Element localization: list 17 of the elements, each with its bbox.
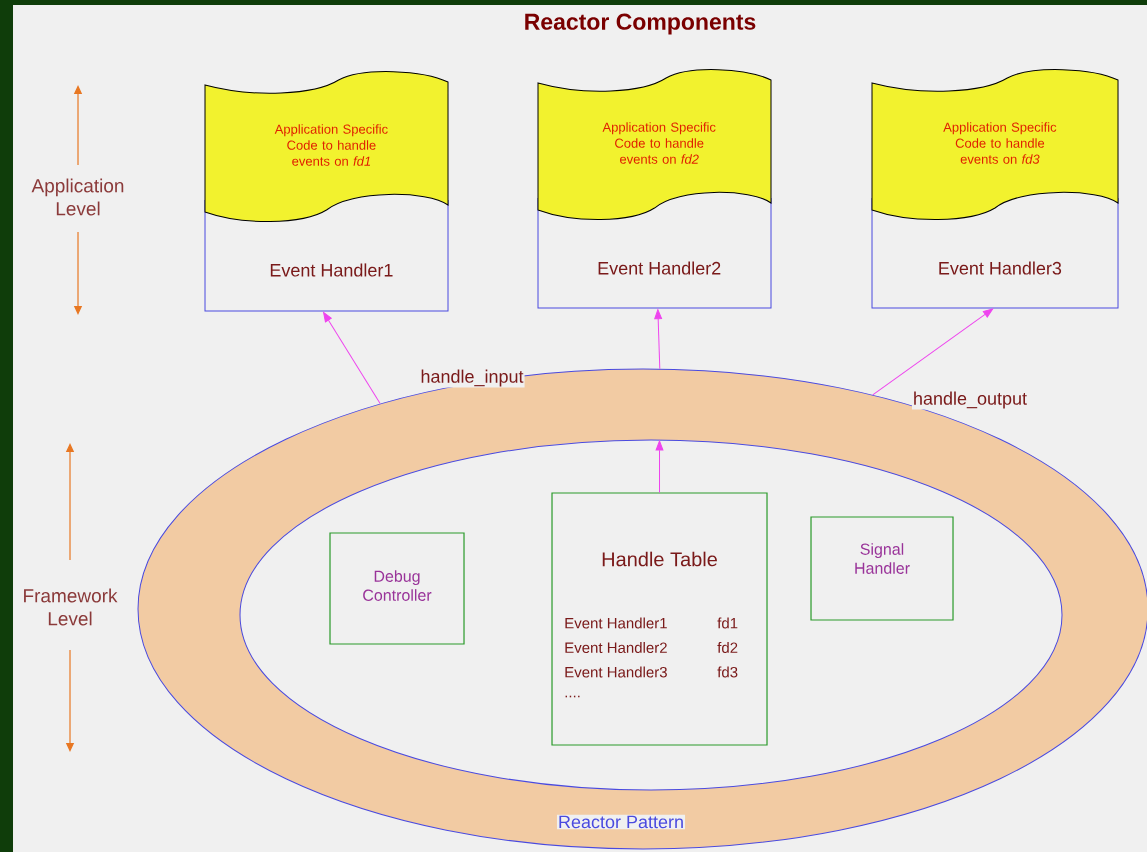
level-label: Framework Level xyxy=(24,588,118,626)
level-label: Application Level xyxy=(31,178,124,216)
edge-label: handle_output xyxy=(914,391,1027,409)
arrow xyxy=(872,308,994,396)
document-box: Application Specific Code to handle events on fd2 Event Handler2 xyxy=(537,69,772,309)
arrow xyxy=(323,311,381,405)
arrow xyxy=(655,440,664,493)
component-box: Handle Table Event Handler1 fd1 Event Handler2 fd2 Event Handler3 fd3 .... xyxy=(551,492,768,746)
node-label: Event Handler3 xyxy=(939,261,1062,275)
node-label: Event Handler1 xyxy=(270,263,393,277)
component-box: Signal Handler xyxy=(810,516,954,621)
title: Reactor Components xyxy=(525,13,756,35)
node-label: Event Handler2 xyxy=(598,261,721,275)
component-box: Debug Controller xyxy=(329,532,465,645)
edge-label: handle_input xyxy=(421,369,524,387)
inner-ellipse xyxy=(239,439,1063,791)
arrow xyxy=(654,309,663,370)
